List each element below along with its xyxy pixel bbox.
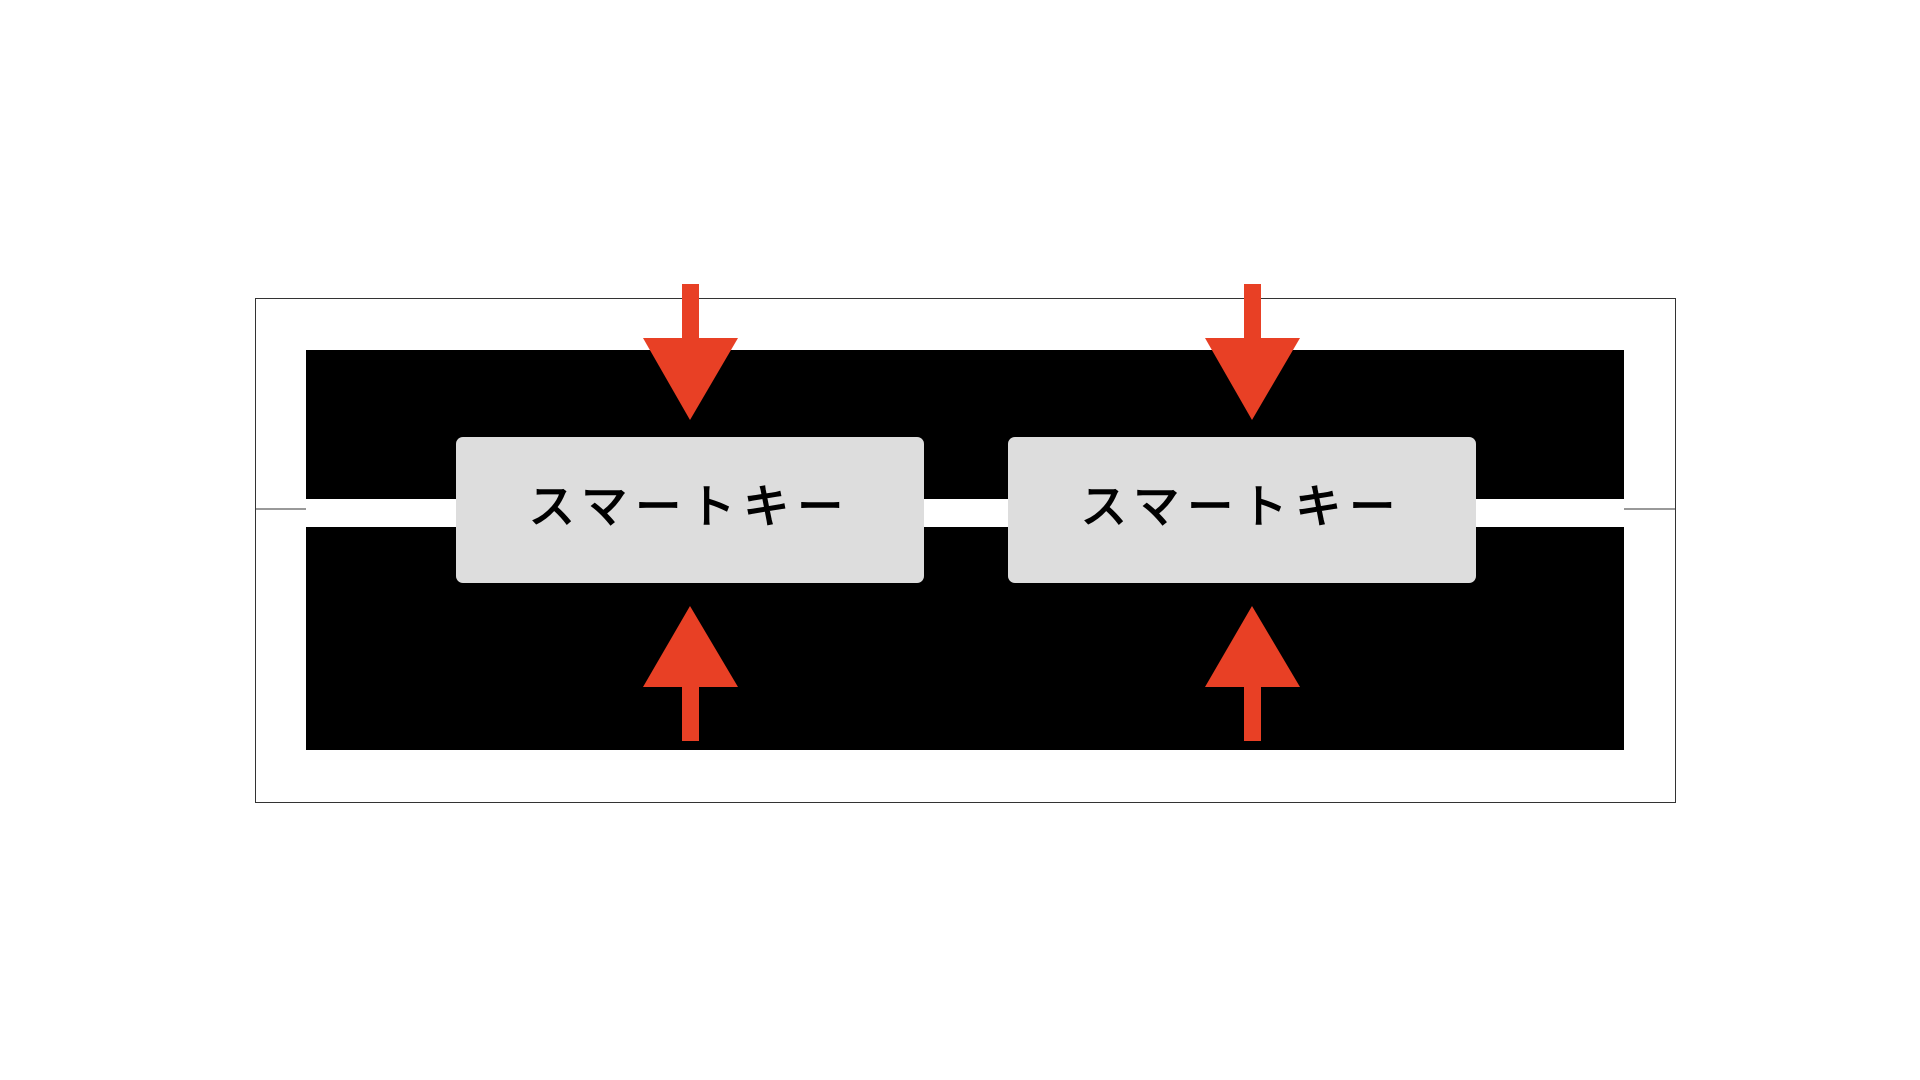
down-arrow-key-1 [643,284,738,420]
smart-key-2-box [1008,437,1476,583]
rail-left [306,499,456,527]
rail-right [1476,499,1624,527]
down-arrow-key-1-head [643,338,738,420]
up-arrow-key-2-head [1205,606,1300,687]
smart-key-2-label: スマートキー [1081,480,1404,534]
rail-middle [924,499,1008,527]
up-arrow-key-2 [1205,606,1300,741]
up-arrow-key-1 [643,606,738,741]
smart-key-2: スマートキー [1008,437,1476,583]
up-arrow-key-1-head [643,606,738,687]
down-arrow-key-2 [1205,284,1300,420]
smart-key-1-box [456,437,924,583]
up-arrow-key-2-shaft [1244,685,1261,741]
down-arrow-key-1-shaft [682,284,699,340]
down-arrow-key-2-shaft [1244,284,1261,340]
up-arrow-key-1-shaft [682,685,699,741]
down-arrow-key-2-head [1205,338,1300,420]
smart-key-1: スマートキー [456,437,924,583]
smart-key-1-label: スマートキー [529,480,852,534]
